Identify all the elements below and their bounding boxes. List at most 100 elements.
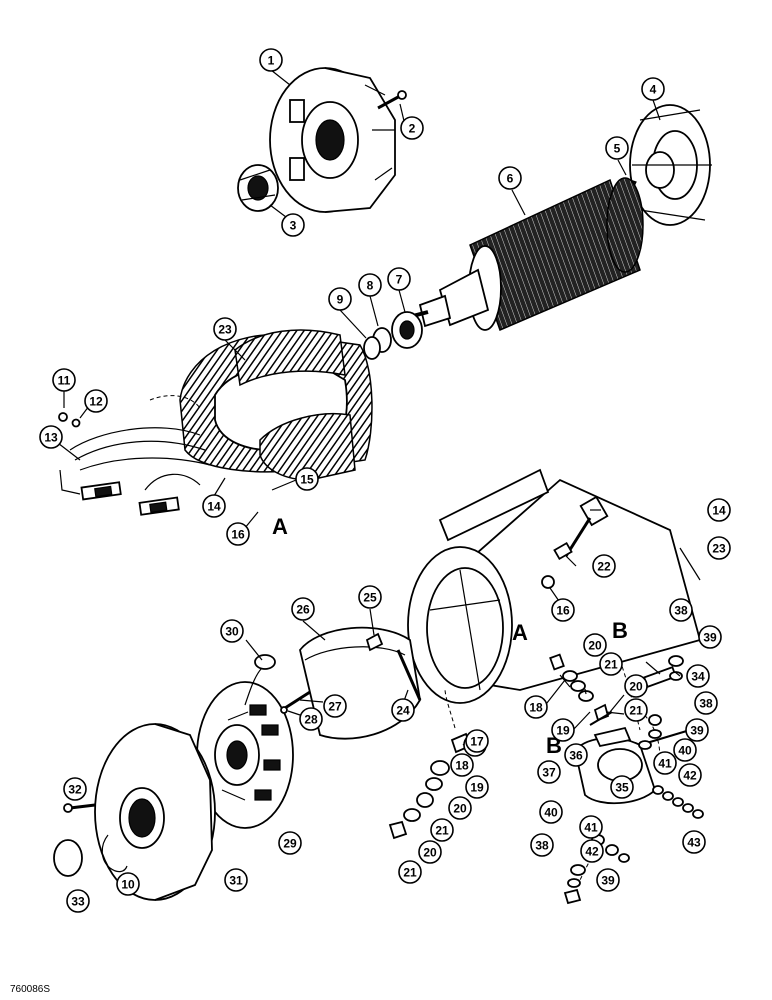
callout-28: 28 — [299, 707, 323, 731]
callout-circle — [299, 707, 323, 731]
callout-label: 27 — [328, 700, 342, 714]
callout-circle — [387, 267, 411, 291]
callout-19: 19 — [551, 718, 575, 742]
callout-label: 14 — [207, 500, 221, 514]
callout-label: 13 — [44, 431, 58, 445]
callout-label: 42 — [683, 769, 697, 783]
callout-circle — [685, 718, 709, 742]
callout-31: 31 — [224, 868, 248, 892]
callout-29: 29 — [278, 831, 302, 855]
callout-circle — [694, 691, 718, 715]
callout-circle — [63, 777, 87, 801]
callout-circle — [707, 536, 731, 560]
cap-33 — [53, 839, 83, 877]
callout-17: 17 — [465, 729, 489, 753]
callout-circle — [686, 664, 710, 688]
callout-label: 20 — [453, 802, 467, 816]
callout-30: 30 — [220, 619, 244, 643]
reference-letter-a-lower: A — [512, 620, 528, 645]
callout-circle — [328, 287, 352, 311]
callout-circle — [398, 860, 422, 884]
callout-label: 9 — [337, 293, 344, 307]
terminal-hardware-center — [549, 653, 613, 726]
callout-39: 39 — [698, 625, 722, 649]
callout-22: 22 — [592, 554, 616, 578]
callout-label: 34 — [691, 670, 705, 684]
callout-circle — [530, 833, 554, 857]
callout-5: 5 — [605, 136, 629, 160]
callout-circle — [564, 743, 588, 767]
callout-25: 25 — [358, 585, 382, 609]
callout-circle — [66, 889, 90, 913]
callout-circle — [641, 77, 665, 101]
callout-circle — [610, 775, 634, 799]
callout-circle — [226, 522, 250, 546]
lockwasher-12 — [71, 418, 81, 428]
callout-42: 42 — [678, 763, 702, 787]
callout-circle — [698, 625, 722, 649]
callout-20: 20 — [624, 674, 648, 698]
callout-circle — [52, 368, 76, 392]
callout-23: 23 — [213, 317, 237, 341]
callout-label: 41 — [584, 821, 598, 835]
callout-circle — [213, 317, 237, 341]
callout-label: 39 — [703, 631, 717, 645]
callout-circle — [498, 166, 522, 190]
callout-label: 42 — [585, 845, 599, 859]
callout-label: 7 — [396, 273, 403, 287]
callout-13: 13 — [39, 425, 63, 449]
callout-label: 21 — [403, 866, 417, 880]
callout-circle — [358, 273, 382, 297]
callout-label: 5 — [614, 142, 621, 156]
callout-label: 20 — [629, 680, 643, 694]
callout-circle — [583, 633, 607, 657]
callout-label: 12 — [89, 395, 103, 409]
callout-label: 37 — [542, 766, 556, 780]
brush-leads — [59, 395, 211, 516]
callout-label: 39 — [601, 874, 615, 888]
fan-4 — [629, 104, 712, 226]
callout-circle — [39, 425, 63, 449]
callout-circle — [678, 763, 702, 787]
callout-circle — [669, 598, 693, 622]
callout-43: 43 — [682, 830, 706, 854]
callout-1: 1 — [259, 48, 283, 72]
callout-12: 12 — [84, 389, 108, 413]
callout-label: 38 — [535, 839, 549, 853]
callout-40: 40 — [673, 738, 697, 762]
callout-circle — [580, 839, 604, 863]
callout-label: 21 — [435, 824, 449, 838]
callout-40: 40 — [539, 800, 563, 824]
callout-35: 35 — [610, 775, 634, 799]
callout-circle — [579, 815, 603, 839]
callout-label: 21 — [604, 658, 618, 672]
screw-32 — [63, 803, 96, 813]
callout-21: 21 — [624, 698, 648, 722]
snap-ring-10 — [101, 834, 128, 873]
callout-14: 14 — [202, 494, 226, 518]
callout-label: 21 — [629, 704, 643, 718]
callout-21: 21 — [430, 818, 454, 842]
callout-39: 39 — [685, 718, 709, 742]
spring-30 — [244, 654, 276, 706]
callout-circle — [465, 729, 489, 753]
callout-circle — [291, 597, 315, 621]
callout-circle — [224, 868, 248, 892]
bearing-7 — [391, 311, 423, 349]
callout-label: 19 — [470, 781, 484, 795]
callout-circle — [624, 698, 648, 722]
callout-label: 18 — [529, 701, 543, 715]
callout-11: 11 — [52, 368, 76, 392]
callout-label: 17 — [470, 735, 484, 749]
callout-16: 16 — [226, 522, 250, 546]
callout-38: 38 — [530, 833, 554, 857]
callout-label: 20 — [423, 846, 437, 860]
callout-label: 23 — [712, 542, 726, 556]
callout-label: 2 — [409, 122, 416, 136]
callout-34: 34 — [686, 664, 710, 688]
end-housing-31 — [94, 723, 216, 901]
armature-6 — [404, 177, 644, 332]
callout-layer: 1234567892311121314151614232216262530272… — [39, 48, 731, 913]
callout-circle — [220, 619, 244, 643]
